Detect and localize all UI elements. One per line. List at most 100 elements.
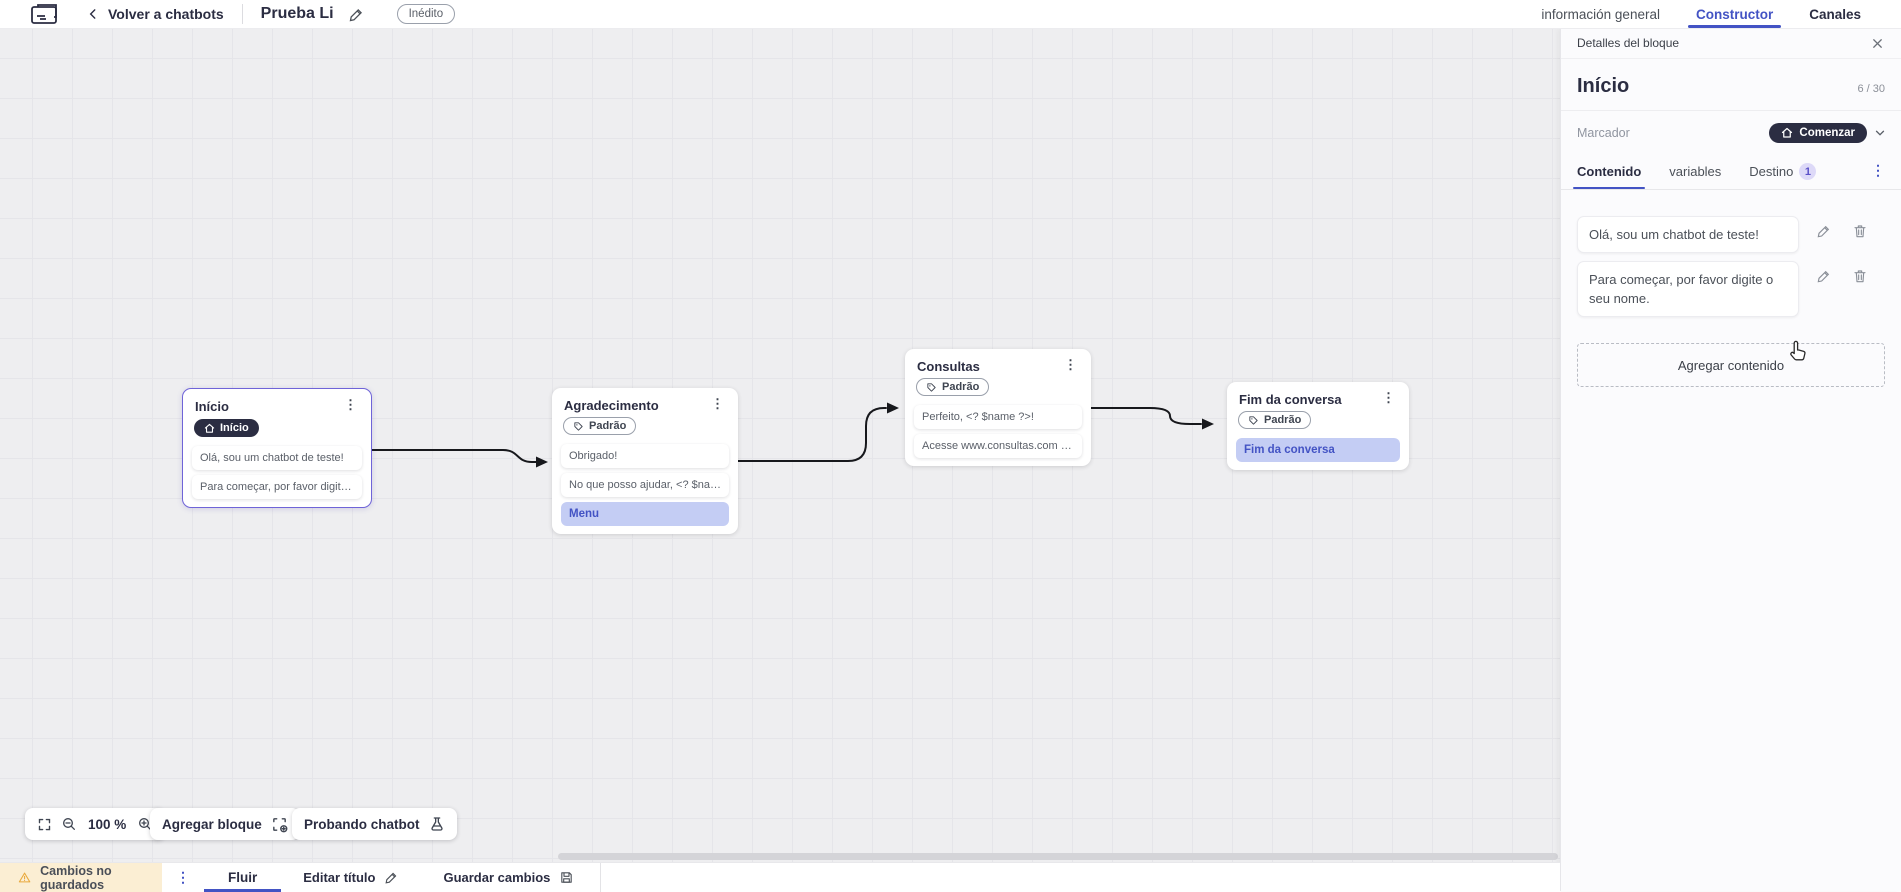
zoom-in-icon[interactable] [137,816,153,832]
save-icon [559,870,574,885]
edit-title-label: Editar título [303,870,376,885]
close-icon[interactable] [1870,36,1885,51]
add-block-label: Agregar bloque [162,816,262,832]
tab-fluir-label: Fluir [228,870,258,885]
kebab-icon[interactable]: ⋮ [1871,161,1885,178]
save-changes-button[interactable]: Guardar cambios [421,863,596,892]
pencil-icon[interactable] [348,6,365,23]
bottombar: Cambios no guardados ⋮ Fluir Editar títu… [0,862,1560,892]
back-label: Volver a chatbots [108,6,224,22]
type-badge: Padrão [1238,411,1312,429]
start-badge: Início [194,419,259,437]
top-tabs: información general Constructor Canales [1541,0,1901,28]
type-badge-label: Padrão [942,381,980,393]
status-badge: Inédito [396,4,456,24]
zoom-level: 100 % [88,816,127,832]
block-row[interactable]: Para começar, por favor digite o ... [192,475,362,499]
add-block-icon [271,816,288,833]
tag-icon [927,382,936,392]
block-details-panel: Detalles del bloque Início 6 / 30 Marcad… [1560,28,1901,891]
panel-header-title: Detalles del bloque [1577,36,1680,50]
tab-informacion-general[interactable]: información general [1541,6,1660,22]
topbar: Volver a chatbots Prueba Li Inédito info… [0,0,1901,29]
block-title: Fim da conversa [1239,392,1342,407]
content-text[interactable]: Olá, sou um chatbot de teste! [1577,216,1799,253]
block-row[interactable]: Olá, sou um chatbot de teste! [192,446,362,470]
flow-block-agradecimento[interactable]: Agradecimento ⋮ Padrão Obrigado! No que … [552,388,738,534]
flask-icon [429,816,445,832]
tab-fluir[interactable]: Fluir [204,863,282,892]
block-title: Início [195,399,229,414]
kebab-icon[interactable]: ⋮ [1382,390,1395,405]
type-badge: Padrão [916,378,990,396]
type-badge-label: Padrão [1264,414,1302,426]
content-item: Para começar, por favor digite o seu nom… [1577,261,1885,317]
block-title: Consultas [917,359,980,374]
zoom-out-icon[interactable] [61,816,77,832]
panel-tabs: Contenido variables Destino 1 ⋮ [1561,153,1901,190]
tab-destino[interactable]: Destino 1 [1749,157,1817,189]
tab-variables-label: variables [1669,164,1722,179]
home-icon [1782,127,1793,138]
block-row[interactable]: Obrigado! [561,444,729,468]
block-title: Agradecimento [564,398,659,413]
back-to-chatbots-button[interactable]: Volver a chatbots [86,6,224,22]
tab-contenido[interactable]: Contenido [1572,158,1646,189]
kebab-icon[interactable]: ⋮ [1064,357,1077,372]
pencil-icon [384,870,399,885]
block-row[interactable]: Acesse www.consultas.com par... [914,434,1082,458]
flow-block-consultas[interactable]: Consultas ⋮ Padrão Perfeito, <? $name ?>… [905,349,1091,466]
pencil-icon[interactable] [1816,268,1832,284]
app-logo-icon [31,4,57,24]
chatbot-title: Prueba Li [260,5,334,22]
tab-constructor[interactable]: Constructor [1687,0,1782,28]
home-icon [204,423,215,433]
chevron-left-icon [89,9,96,19]
unsaved-changes-label: Cambios no guardados [40,863,112,892]
kebab-icon[interactable]: ⋮ [176,869,190,885]
horizontal-scrollbar[interactable] [558,853,1558,860]
marker-label: Marcador [1577,126,1630,140]
destino-count-badge: 1 [1799,163,1817,180]
start-badge-label: Início [220,422,249,434]
edge-consultas-fim [1090,407,1202,425]
tag-icon [1249,415,1258,425]
kebab-icon[interactable]: ⋮ [711,396,724,411]
save-changes-label: Guardar cambios [443,870,551,885]
zoom-controls: 100 % [25,808,166,840]
edge-agradecimento-consultas [737,407,887,462]
add-content-label: Agregar contenido [1677,357,1785,373]
flow-block-fim-da-conversa[interactable]: Fim da conversa ⋮ Padrão Fim da conversa [1227,382,1409,470]
test-chatbot-button[interactable]: Probando chatbot [292,808,457,840]
warning-icon [18,872,31,883]
type-badge: Padrão [563,417,637,435]
block-row[interactable]: Perfeito, <? $name ?>! [914,405,1082,429]
bottombar-divider [600,863,602,892]
block-row[interactable]: No que posso ajudar, <? $name ... [561,473,729,497]
flow-block-inicio[interactable]: Início ⋮ Início Olá, sou um chatbot de t… [182,388,372,508]
trash-icon[interactable] [1852,223,1868,239]
unsaved-changes-badge: Cambios no guardados [0,863,162,892]
block-row-end[interactable]: Fim da conversa [1236,438,1400,462]
tab-contenido-label: Contenido [1577,164,1642,179]
topbar-divider [241,4,243,24]
chevron-down-icon[interactable] [1873,126,1887,140]
content-text[interactable]: Para começar, por favor digite o seu nom… [1577,261,1799,317]
marker-select[interactable]: Comenzar [1769,123,1867,143]
flow-canvas[interactable]: Início ⋮ Início Olá, sou um chatbot de t… [0,28,1560,862]
block-name-field[interactable]: Início [1577,75,1630,97]
trash-icon[interactable] [1852,268,1868,284]
kebab-icon[interactable]: ⋮ [344,397,357,412]
type-badge-label: Padrão [589,420,627,432]
test-chatbot-label: Probando chatbot [304,816,420,832]
add-block-button[interactable]: Agregar bloque [150,808,300,840]
tab-destino-label: Destino [1749,164,1794,179]
fullscreen-icon[interactable] [37,817,52,832]
tab-canales[interactable]: Canales [1809,6,1861,22]
block-row-menu[interactable]: Menu [561,502,729,526]
pencil-icon[interactable] [1816,223,1832,239]
char-counter: 6 / 30 [1857,83,1885,95]
tab-variables[interactable]: variables [1669,158,1721,188]
edit-title-button[interactable]: Editar título [281,863,421,892]
add-content-button[interactable]: Agregar contenido [1577,343,1885,387]
